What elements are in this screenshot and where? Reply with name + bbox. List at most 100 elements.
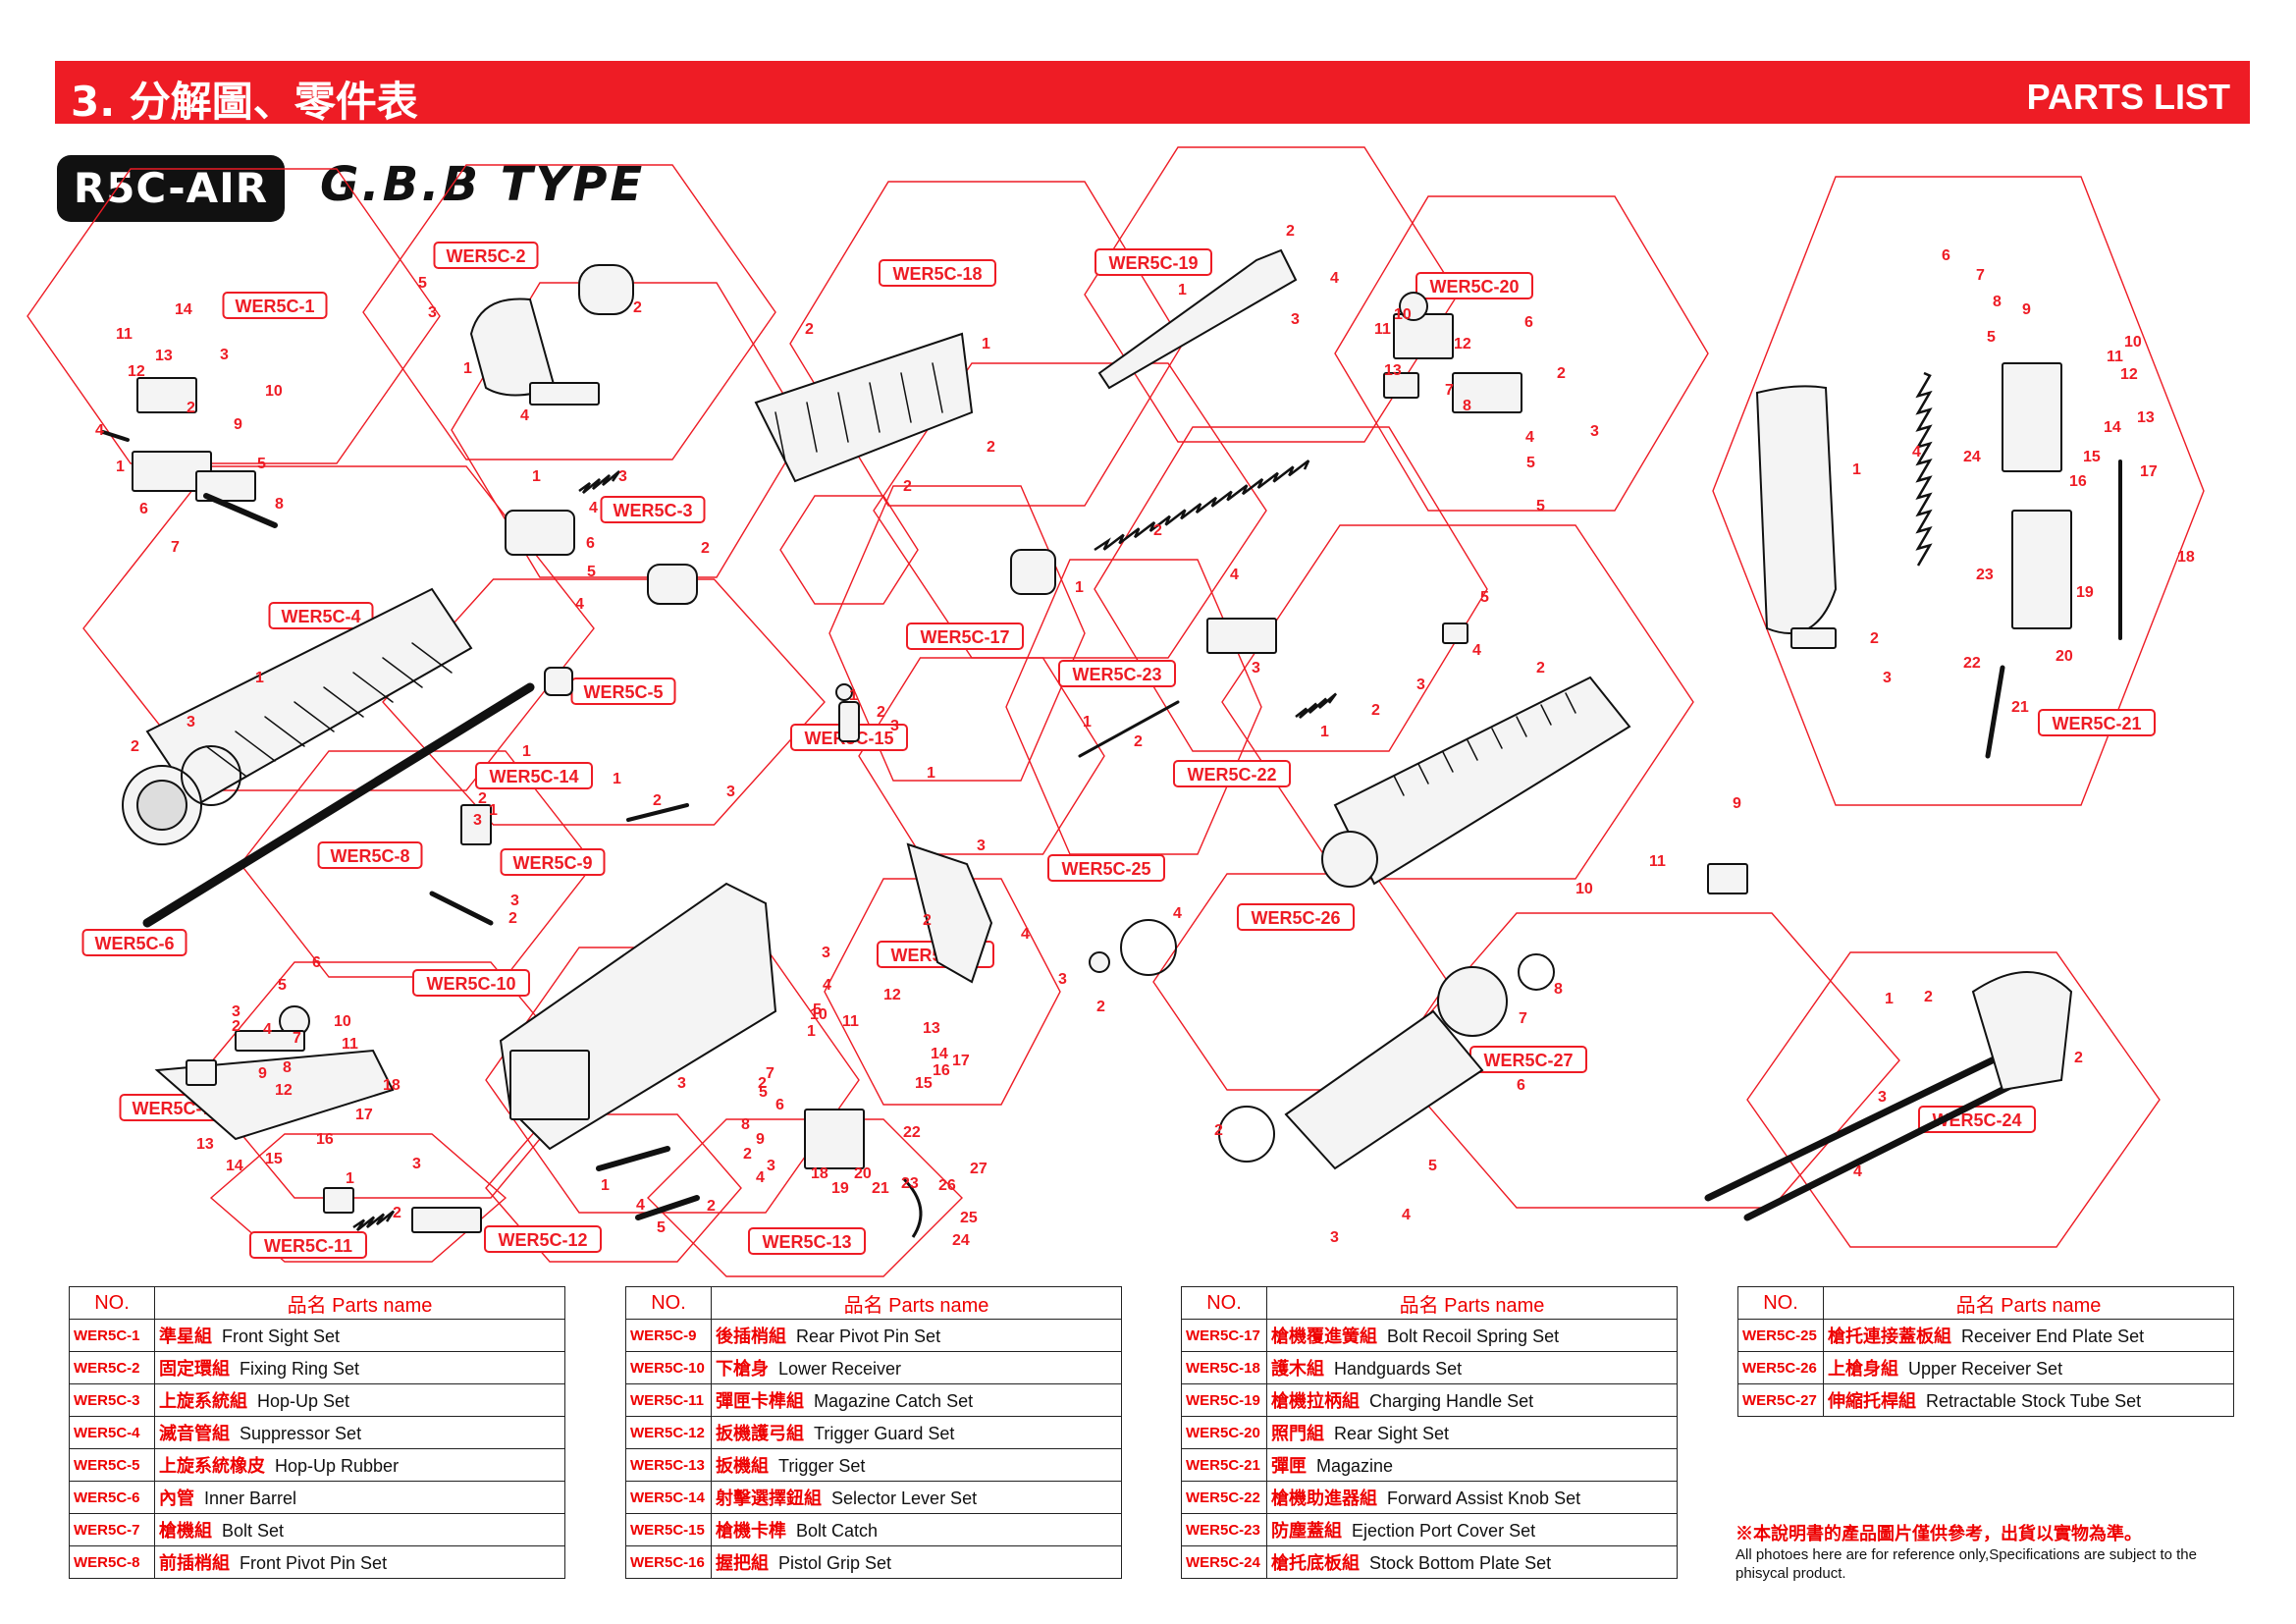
part-number: 6 [1524, 314, 1533, 331]
group-label-box [412, 969, 530, 997]
part-number: 14 [2104, 419, 2121, 436]
spring-shape [578, 470, 621, 494]
part-number: 7 [1976, 267, 1985, 284]
part-number: 12 [2120, 366, 2138, 383]
col-header-name: 品名 Parts name [711, 1286, 1122, 1320]
part-number: 5 [1480, 589, 1489, 606]
part-number: 2 [1557, 365, 1566, 382]
part-number: 3 [220, 347, 229, 363]
part-number: 6 [312, 954, 321, 971]
part-name-zh: 護木組 [1271, 1359, 1324, 1379]
part-line [1704, 1047, 2016, 1202]
part-number: 26 [938, 1177, 956, 1194]
part-name-en: Receiver End Plate Set [1961, 1326, 2145, 1346]
group-label-box [268, 602, 374, 629]
spring-shape [1295, 692, 1338, 719]
part-line [774, 411, 786, 462]
part-number: 9 [2022, 301, 2031, 318]
part-number: 4 [589, 500, 598, 516]
disclaimer-zh: ※本說明書的產品圖片僅供參考，出貨以實物為準。 [1735, 1524, 2142, 1543]
part-number: 17 [952, 1053, 970, 1069]
part-number: 3 [890, 718, 899, 734]
part-number: 10 [334, 1013, 351, 1030]
part-name-zh: 照門組 [1271, 1424, 1324, 1443]
part-number: 14 [226, 1158, 243, 1174]
part-number: 1 [255, 670, 264, 686]
part-shape [1010, 549, 1056, 595]
group-panel [382, 578, 826, 826]
group-label: WER5C-26 [1251, 908, 1340, 928]
part-number: 3 [977, 838, 986, 854]
part-number: 7 [1519, 1010, 1527, 1027]
part-name-en: Upper Receiver Set [1908, 1359, 2063, 1379]
part-number: 1 [613, 771, 621, 787]
part-name-en: Fixing Ring Set [240, 1359, 360, 1379]
part-number: 2 [758, 1075, 767, 1092]
part-number: 3 [1291, 311, 1300, 328]
part-name-en: Inner Barrel [204, 1489, 297, 1508]
part-line [626, 803, 689, 822]
part-name-en: Ejection Port Cover Set [1352, 1521, 1536, 1541]
stock-plate [1971, 971, 2073, 1092]
part-number: 2 [393, 1205, 401, 1221]
part-ring [1518, 953, 1555, 991]
part-name-en: Magazine Catch Set [814, 1391, 974, 1411]
part-number: 8 [1993, 294, 2002, 310]
part-code: WER5C-4 [69, 1416, 155, 1449]
group-panel [362, 164, 776, 460]
part-number: 5 [1428, 1158, 1437, 1174]
part-number: 11 [342, 1036, 358, 1053]
part-number: 19 [831, 1180, 849, 1197]
part-number: 1 [1178, 282, 1187, 298]
part-name-en: Hop-Up Rubber [275, 1456, 400, 1476]
group-label: WER5C-19 [1108, 253, 1198, 273]
group-panel [824, 878, 1061, 1106]
part-number: 6 [586, 535, 595, 552]
part-number: 12 [275, 1082, 293, 1099]
part-number: 1 [807, 1023, 816, 1040]
part-line [1442, 751, 1454, 773]
part-name-zh: 內管 [159, 1489, 194, 1508]
part-line [429, 891, 494, 926]
part-shape [136, 377, 197, 413]
part-number: 20 [854, 1165, 872, 1182]
group-label: WER5C-3 [613, 501, 692, 520]
col-header-no: NO. [1181, 1286, 1267, 1320]
stock-tube [1284, 1009, 1484, 1170]
part-line [382, 657, 423, 688]
part-number: 1 [927, 765, 935, 782]
part-number: 1 [1075, 579, 1084, 596]
part-number: 24 [952, 1232, 970, 1249]
part-code: WER5C-24 [1181, 1545, 1267, 1579]
part-number: 2 [923, 912, 932, 929]
part-number: 2 [701, 540, 710, 557]
part-shape [505, 510, 575, 556]
part-number: 3 [618, 468, 627, 485]
group-panel [828, 485, 1086, 782]
part-number: 2 [1536, 660, 1545, 677]
part-code: WER5C-16 [625, 1545, 712, 1579]
part-code: WER5C-3 [69, 1383, 155, 1417]
header-banner: 3. 分解圖、零件表 PARTS LIST [55, 61, 2250, 126]
part-number: 20 [2056, 648, 2073, 665]
part-number: 4 [95, 422, 104, 439]
part-name-en: Stock Bottom Plate Set [1369, 1553, 1552, 1573]
part-code: WER5C-22 [1181, 1481, 1267, 1514]
part-name-zh: 射擊選擇鈕組 [716, 1489, 822, 1508]
group-panel [779, 495, 919, 605]
